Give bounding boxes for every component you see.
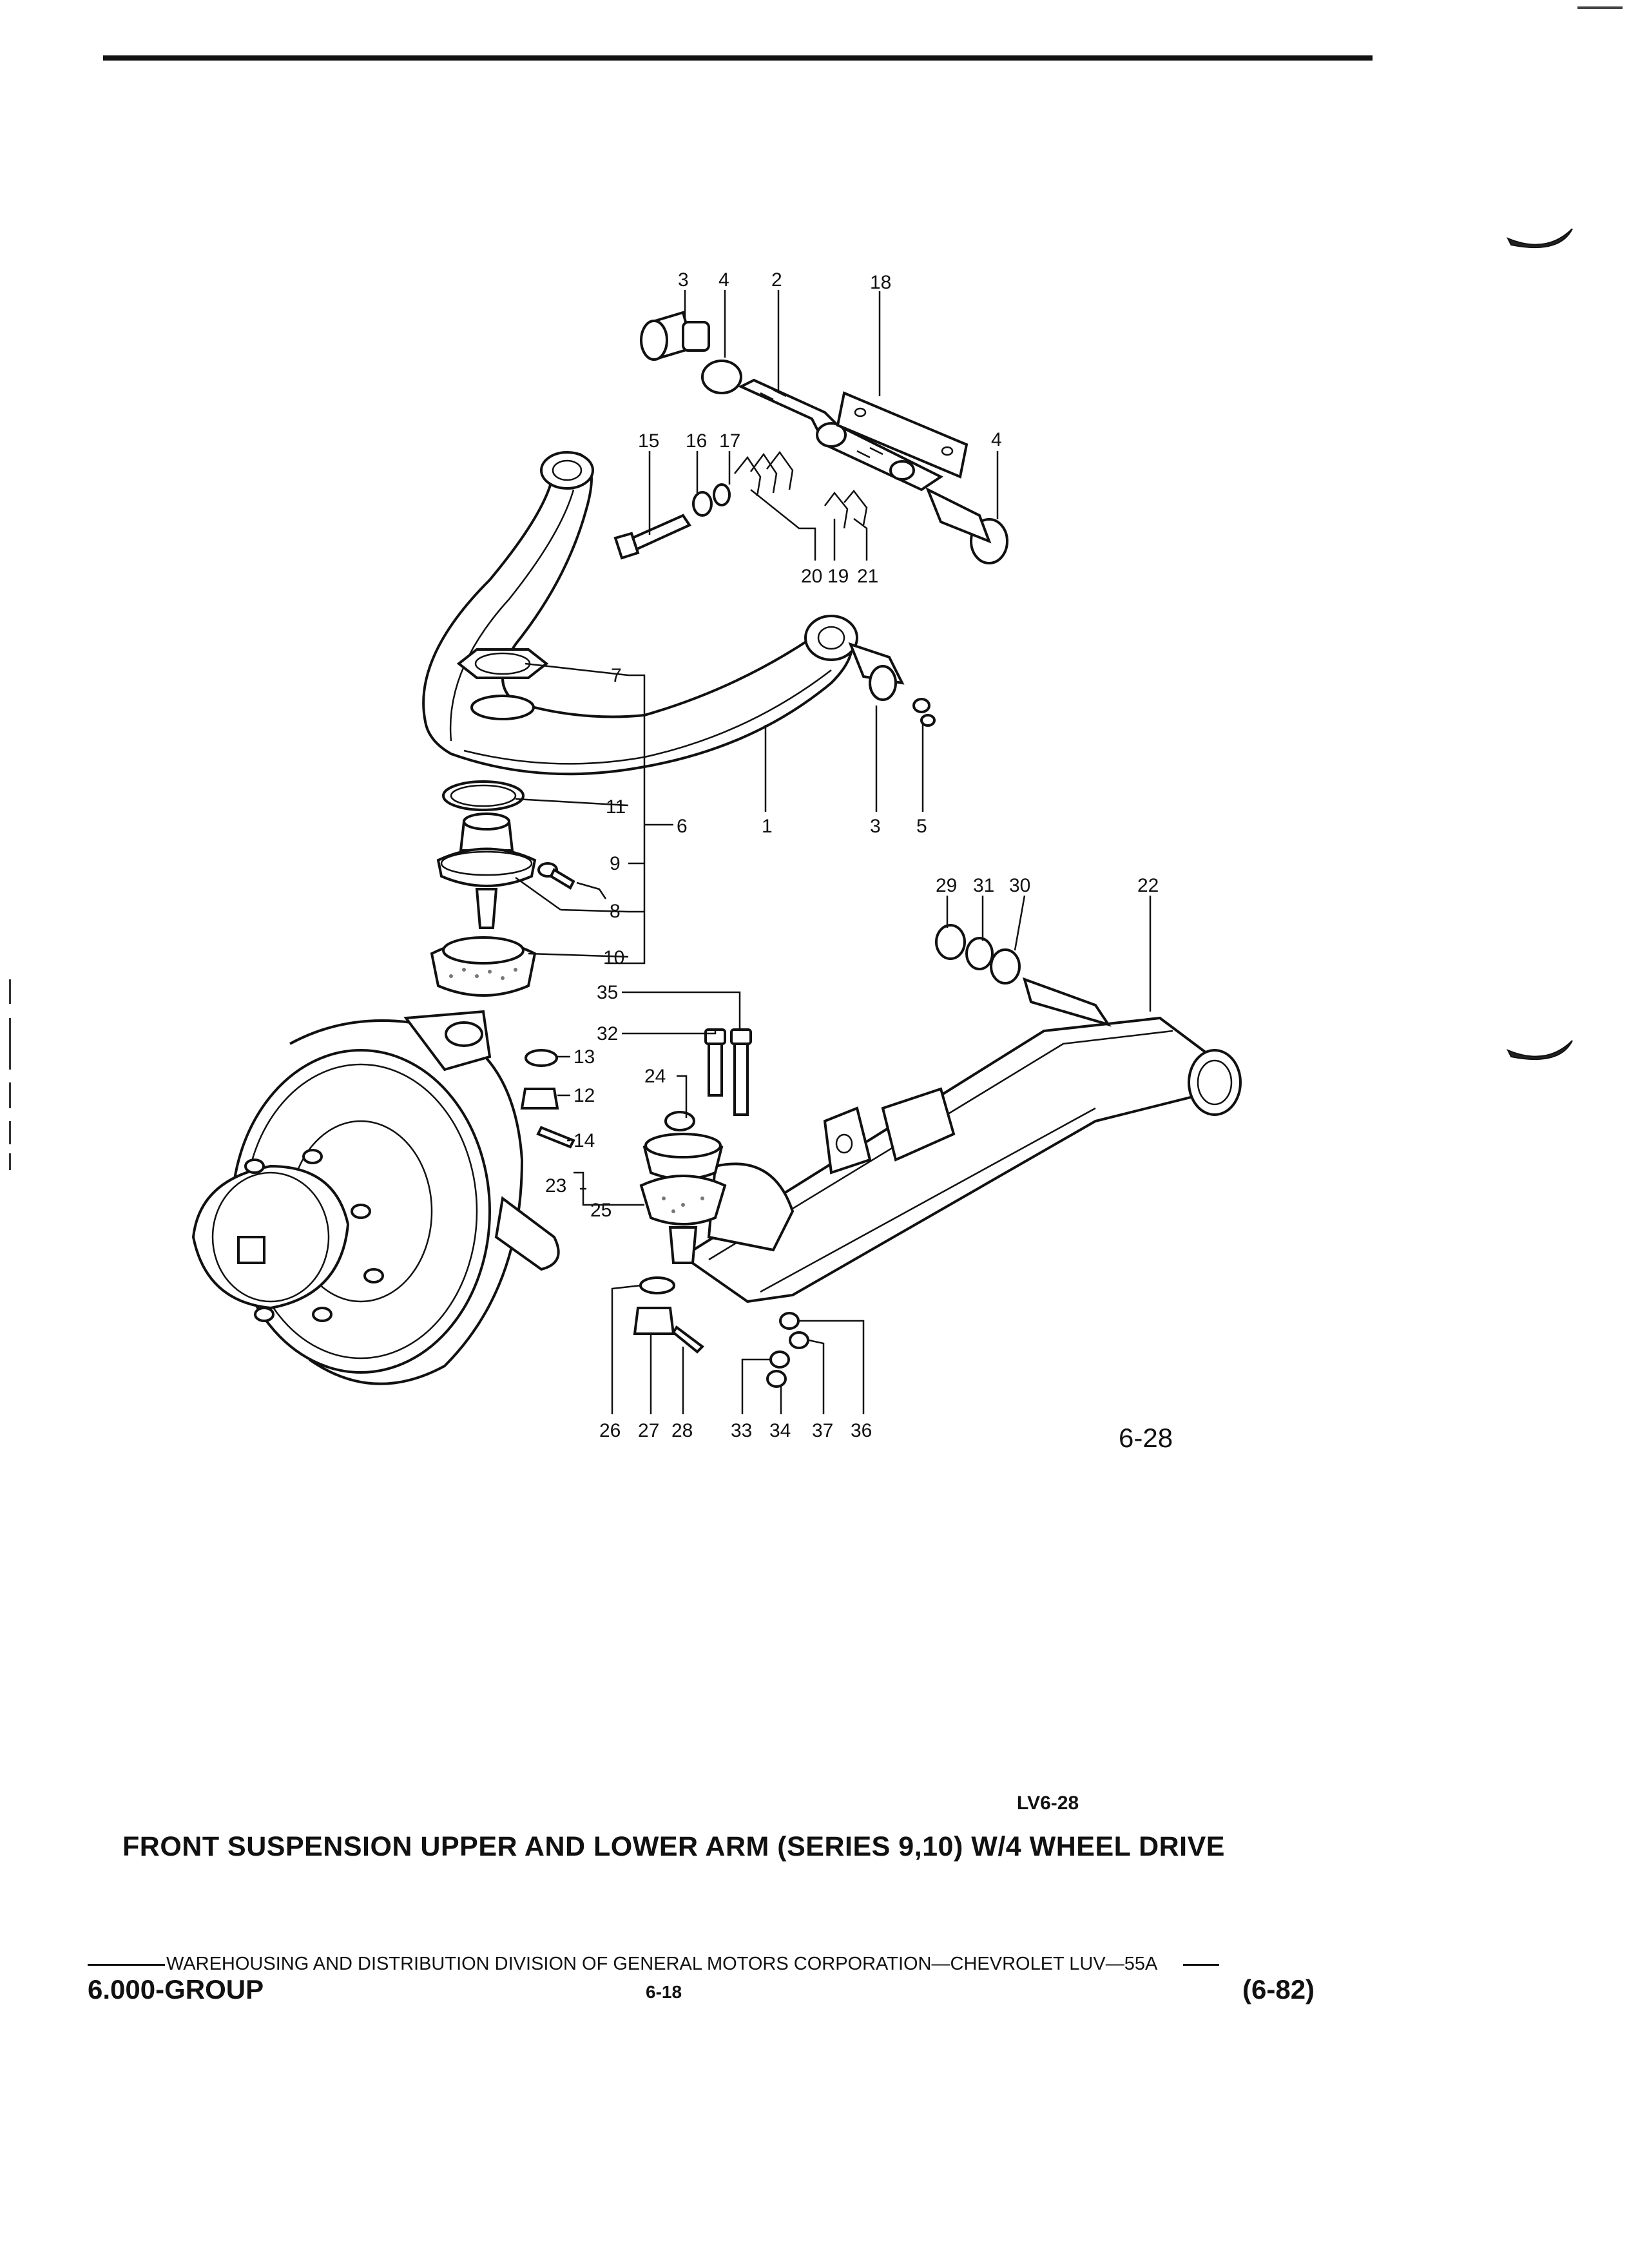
scan-margin-mark: [9, 1018, 11, 1070]
header-rule: [103, 55, 1373, 61]
callout-19: 19: [827, 566, 849, 587]
callout-23: 23: [545, 1175, 566, 1196]
callout-8: 8: [610, 901, 621, 922]
callout-30: 30: [1009, 875, 1030, 896]
callout-12: 12: [574, 1085, 595, 1106]
callout-24: 24: [644, 1066, 666, 1087]
callout-4: 4: [718, 269, 729, 291]
callout-2: 2: [771, 269, 782, 291]
callout-1: 1: [762, 816, 773, 837]
lower-control-arm: [680, 1016, 1242, 1303]
exploded-view-diagram: 3 4 2 18 4 15 16 17 20 19 21 7 11 6 1 3 …: [191, 228, 1573, 1453]
front-shaft-end: [848, 642, 936, 727]
callout-14: 14: [574, 1130, 595, 1151]
callout-16: 16: [686, 430, 707, 452]
callout-7: 7: [611, 665, 622, 686]
footer-division-line: WAREHOUSING AND DISTRIBUTION DIVISION OF…: [88, 1954, 1220, 1975]
lower-ball-joint: [639, 1028, 752, 1264]
lower-hardware: [633, 1276, 809, 1388]
callout-21: 21: [857, 566, 878, 587]
callout-27: 27: [638, 1420, 659, 1441]
callout-26: 26: [599, 1420, 621, 1441]
binder-mark: [1506, 228, 1573, 249]
callout-33: 33: [731, 1420, 752, 1441]
footer-division: WAREHOUSING AND DISTRIBUTION DIVISION OF…: [166, 1954, 1158, 1974]
callout-34: 34: [769, 1420, 791, 1441]
callout-31: 31: [973, 875, 994, 896]
callout-17: 17: [719, 430, 740, 452]
page-title: FRONT SUSPENSION UPPER AND LOWER ARM (SE…: [122, 1831, 1225, 1862]
callout-labels: 3 4 2 18 4 15 16 17 20 19 21 7 11 6 1 3 …: [545, 269, 1173, 1453]
scan-margin-mark: [9, 1153, 11, 1170]
callout-4-right: 4: [991, 429, 1002, 450]
callout-25: 25: [590, 1200, 612, 1221]
upper-control-arm: [422, 451, 858, 776]
lower-shaft: [935, 924, 1112, 1027]
callout-36: 36: [851, 1420, 872, 1441]
callout-29: 29: [936, 875, 957, 896]
leader-lines: [515, 290, 1152, 1414]
callout-22: 22: [1137, 875, 1159, 896]
callout-15: 15: [638, 430, 659, 452]
scan-margin-mark: [9, 979, 11, 1004]
scan-edge-mark: [1577, 6, 1623, 9]
callout-11: 11: [606, 796, 626, 818]
revision-date: (6-82): [1242, 1974, 1315, 2004]
figure-number: 6-28: [1119, 1423, 1173, 1453]
scan-margin-mark: [9, 1082, 11, 1108]
callout-3: 3: [678, 269, 689, 291]
callout-32: 32: [597, 1023, 618, 1044]
image-code: LV6-28: [1017, 1792, 1079, 1814]
callout-37: 37: [812, 1420, 833, 1441]
brake-rotor-hub: [191, 1010, 560, 1385]
binder-mark: [1506, 1040, 1573, 1061]
callout-20: 20: [801, 566, 822, 587]
page-number: 6-18: [646, 1982, 682, 2002]
callout-6: 6: [677, 816, 688, 837]
pivot-bolt: [613, 483, 731, 560]
callout-13: 13: [574, 1046, 595, 1068]
callout-28: 28: [671, 1420, 693, 1441]
callout-5: 5: [916, 816, 927, 837]
upper-shaft-assembly: [640, 311, 1008, 564]
shims: [734, 450, 868, 529]
upper-ball-joint: [430, 780, 575, 997]
scan-margin-mark: [9, 1121, 11, 1144]
footer-rule: [1183, 1963, 1220, 1966]
callout-10: 10: [603, 947, 624, 968]
footer-rule: [88, 1963, 165, 1966]
knuckle-hardware: [520, 1049, 575, 1149]
callout-18: 18: [870, 272, 891, 293]
callout-9: 9: [610, 853, 621, 874]
callout-35: 35: [597, 982, 618, 1003]
group-label: 6.000-GROUP: [88, 1974, 264, 2004]
callout-3-lower: 3: [870, 816, 881, 837]
